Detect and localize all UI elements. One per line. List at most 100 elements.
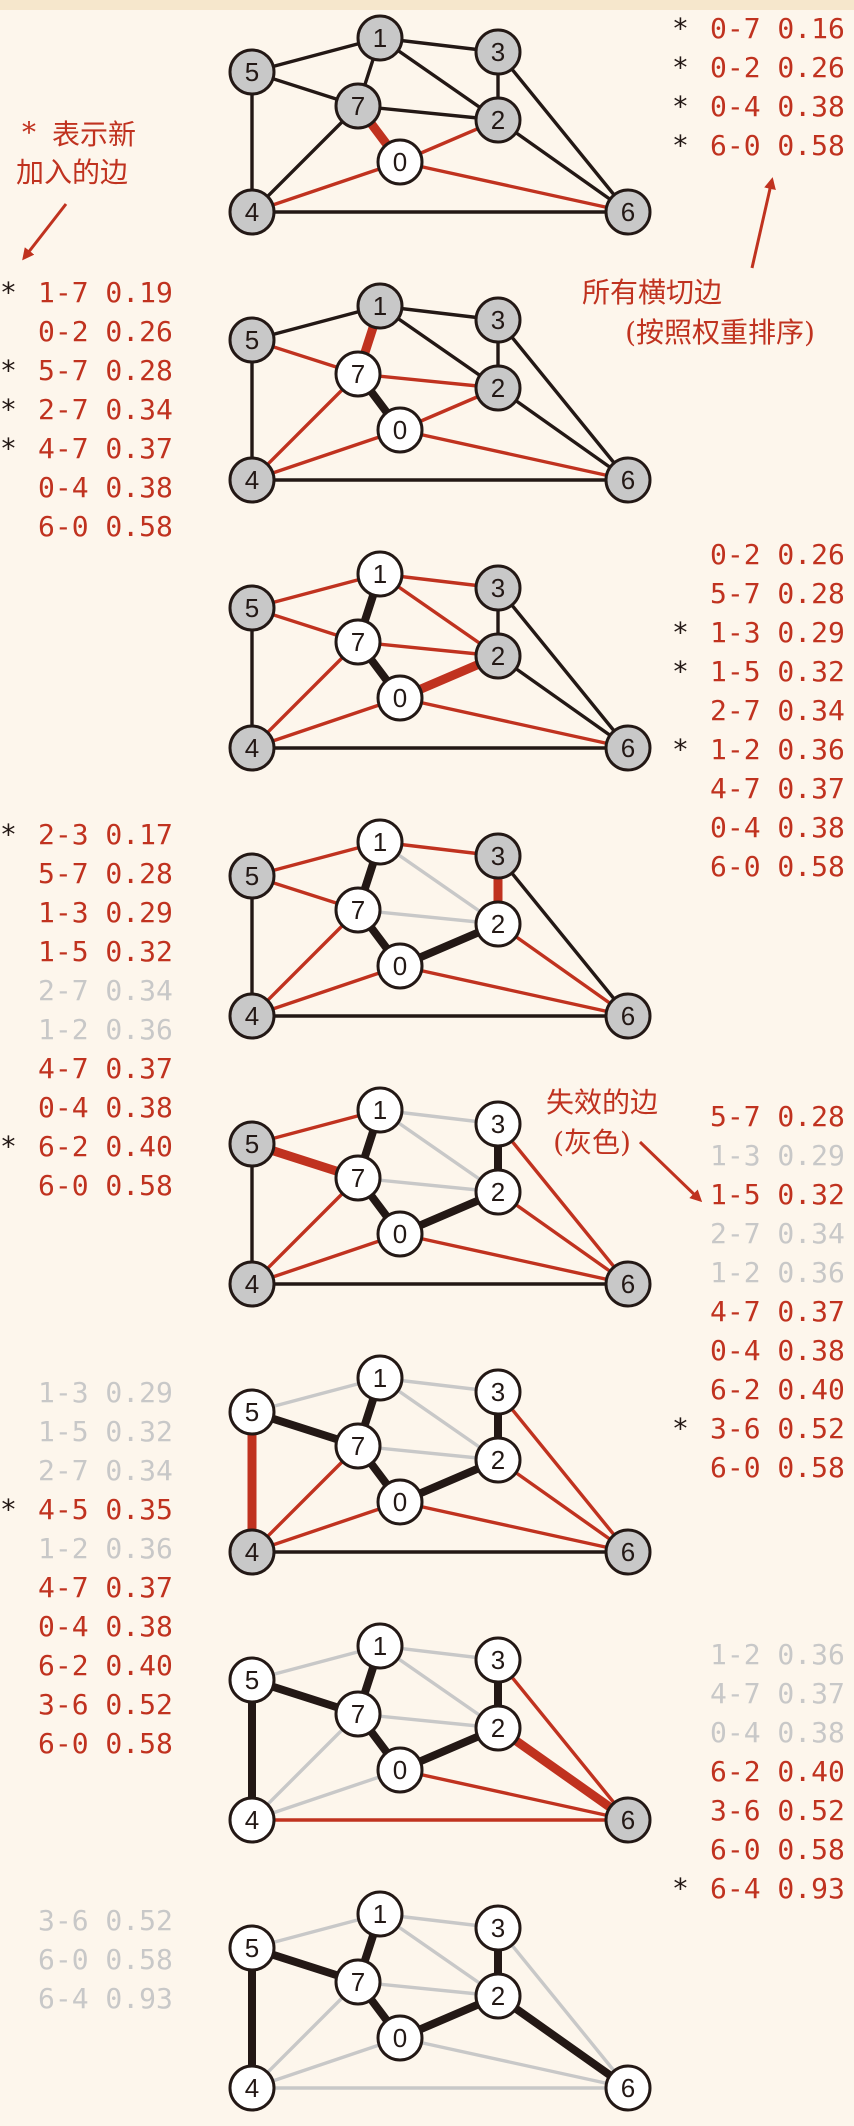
graph-edge bbox=[496, 50, 630, 214]
graph-vertex bbox=[334, 82, 382, 130]
edge-list-item: 5-7 0.28 bbox=[38, 354, 173, 387]
vertex-label: 7 bbox=[351, 359, 365, 389]
graph-vertex bbox=[228, 724, 276, 772]
graph-vertex bbox=[356, 550, 404, 598]
graph-edge bbox=[398, 428, 630, 482]
top-band bbox=[0, 0, 854, 10]
new-edge-star: * bbox=[672, 90, 689, 123]
edge-list-item: 3-6 0.52 bbox=[38, 1688, 173, 1721]
vertex-label: 5 bbox=[245, 1665, 259, 1695]
edge-list-item: 1-5 0.32 bbox=[38, 935, 173, 968]
edge-list-item: 4-7 0.37 bbox=[710, 772, 845, 805]
vertex-label: 4 bbox=[245, 1001, 259, 1031]
vertex-label: 5 bbox=[245, 1397, 259, 1427]
vertex-label: 1 bbox=[373, 559, 387, 589]
vertex-label: 0 bbox=[393, 1487, 407, 1517]
edge-list-item: 0-4 0.38 bbox=[38, 471, 173, 504]
graph-vertex bbox=[228, 992, 276, 1040]
vertex-label: 4 bbox=[245, 465, 259, 495]
graph-edges bbox=[250, 570, 630, 750]
vertex-label: 7 bbox=[351, 1699, 365, 1729]
graph-vertex bbox=[604, 992, 652, 1040]
graph-edge bbox=[496, 118, 630, 214]
vertex-label: 6 bbox=[621, 1001, 635, 1031]
edge-list: 1-3 0.291-5 0.322-7 0.34*4-5 0.351-2 0.3… bbox=[0, 1376, 173, 1760]
edge-list: *2-3 0.175-7 0.281-3 0.291-5 0.322-7 0.3… bbox=[0, 818, 173, 1202]
graph-vertex bbox=[228, 1796, 276, 1844]
graph-vertex bbox=[604, 1528, 652, 1576]
vertex-label: 1 bbox=[373, 1363, 387, 1393]
edge-list: 3-6 0.526-0 0.586-4 0.93 bbox=[38, 1904, 173, 2015]
vertex-label: 1 bbox=[373, 1899, 387, 1929]
new-edge-annotation-line2: 加入的边 bbox=[16, 156, 128, 189]
vertex-label: 5 bbox=[245, 593, 259, 623]
edge-list-item: 1-3 0.29 bbox=[710, 1139, 845, 1172]
graph-vertex bbox=[474, 364, 522, 412]
edge-list-item: 6-0 0.58 bbox=[38, 510, 173, 543]
edge-list-item: 4-7 0.37 bbox=[710, 1295, 845, 1328]
graph-edge bbox=[250, 1980, 360, 2090]
graph-edge bbox=[496, 1926, 630, 2090]
graph-vertex bbox=[604, 188, 652, 236]
new-edge-star: * bbox=[672, 51, 689, 84]
graph-vertex bbox=[376, 1478, 424, 1526]
graph-edge bbox=[250, 1500, 402, 1554]
vertex-label: 7 bbox=[351, 627, 365, 657]
edge-list: *0-7 0.16*0-2 0.26*0-4 0.38*6-0 0.58 bbox=[672, 12, 845, 162]
vertex-label: 4 bbox=[245, 733, 259, 763]
vertex-label: 0 bbox=[393, 1219, 407, 1249]
graph-vertex bbox=[474, 296, 522, 344]
edge-list-item: 1-5 0.32 bbox=[710, 1178, 845, 1211]
graph-vertex bbox=[604, 1260, 652, 1308]
graph-vertex bbox=[334, 350, 382, 398]
graph-vertex bbox=[356, 1086, 404, 1134]
vertex-label: 0 bbox=[393, 2023, 407, 2053]
graph-edge bbox=[250, 160, 402, 214]
crossing-edges-annotation-line1: 所有横切边 bbox=[582, 276, 722, 309]
vertex-label: 1 bbox=[373, 23, 387, 53]
edge-list-item: 2-7 0.34 bbox=[710, 1217, 845, 1250]
graph-edge bbox=[378, 1376, 500, 1462]
graph-edge bbox=[398, 1500, 630, 1554]
new-edge-star: * bbox=[0, 1130, 17, 1163]
edge-list-item: 1-2 0.36 bbox=[710, 733, 845, 766]
edge-list-item: 6-0 0.58 bbox=[710, 850, 845, 883]
vertex-label: 4 bbox=[245, 1805, 259, 1835]
graph-vertex bbox=[376, 942, 424, 990]
graph-vertex bbox=[474, 1704, 522, 1752]
graph-edge bbox=[398, 1232, 630, 1286]
graph-vertex bbox=[474, 900, 522, 948]
vertex-label: 2 bbox=[491, 641, 505, 671]
new-edge-star: * bbox=[672, 1412, 689, 1445]
graph-vertex bbox=[376, 1210, 424, 1258]
new-edge-star: * bbox=[672, 616, 689, 649]
graph-vertex bbox=[474, 1636, 522, 1684]
graph-edge bbox=[496, 854, 630, 1018]
edge-list: 1-2 0.364-7 0.370-4 0.386-2 0.403-6 0.52… bbox=[672, 1638, 845, 1905]
vertex-label: 0 bbox=[393, 147, 407, 177]
graph-edges bbox=[248, 1910, 632, 2092]
vertex-label: 0 bbox=[393, 1755, 407, 1785]
graph-vertex bbox=[356, 1622, 404, 1670]
graph-vertex bbox=[228, 2064, 276, 2112]
new-edge-star: * bbox=[0, 818, 17, 851]
vertex-label: 7 bbox=[351, 895, 365, 925]
edge-list-item: 4-7 0.37 bbox=[710, 1677, 845, 1710]
graph-edge bbox=[496, 318, 630, 482]
graph-vertex bbox=[604, 456, 652, 504]
edge-list-item: 3-6 0.52 bbox=[710, 1412, 845, 1445]
edge-list-item: 2-3 0.17 bbox=[38, 818, 173, 851]
graph-edge bbox=[250, 1768, 402, 1822]
edge-list-item: 0-4 0.38 bbox=[710, 811, 845, 844]
edge-list-item: 1-3 0.29 bbox=[710, 616, 845, 649]
graph-vertex bbox=[376, 674, 424, 722]
graph-edge bbox=[378, 572, 500, 658]
edge-list-item: 6-0 0.58 bbox=[710, 1833, 845, 1866]
vertex-label: 7 bbox=[351, 1967, 365, 1997]
graph-vertex bbox=[356, 818, 404, 866]
